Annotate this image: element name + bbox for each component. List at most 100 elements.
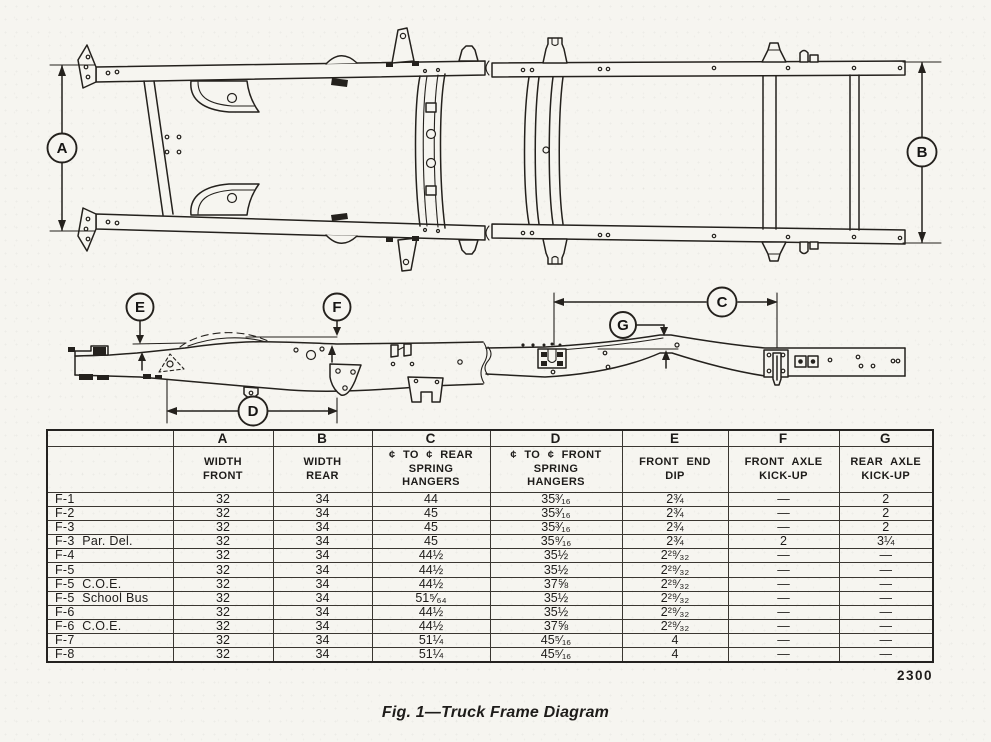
letter-header-blank: [46, 429, 174, 447]
dimension-d: D: [166, 379, 338, 427]
value-cell: 34: [272, 534, 373, 550]
col-header-width-front: WIDTH FRONT: [172, 446, 274, 493]
value-cell: 34: [272, 618, 373, 634]
value-cell: 44½: [371, 604, 491, 620]
letter-header-d: D: [489, 429, 623, 447]
value-cell: 45⁵⁄₁₆: [489, 647, 623, 663]
model-cell: F-1: [46, 491, 174, 508]
callout-e: E: [135, 299, 145, 316]
value-cell: —: [838, 576, 934, 592]
value-cell: 2¾: [621, 534, 729, 550]
value-cell: —: [838, 647, 934, 663]
callout-c-circle: [706, 286, 738, 318]
value-cell: 2: [838, 506, 934, 522]
table-row: F-5 School Bus 32 34 51⁵⁄₆₄ 35½ 2²⁹⁄₃₂ —…: [46, 590, 934, 606]
table-row: F-4 32 34 44½ 35½ 2²⁹⁄₃₂ — —: [46, 548, 934, 564]
value-cell: 32: [172, 491, 274, 508]
letter-header-row: A B C D E F G: [46, 429, 934, 447]
letter-header-e: E: [621, 429, 729, 447]
value-cell: —: [727, 647, 840, 663]
value-cell: —: [727, 520, 840, 536]
value-cell: —: [727, 590, 840, 606]
value-cell: 32: [172, 647, 274, 663]
value-cell: 4: [621, 632, 729, 649]
model-cell: F-4: [46, 548, 174, 564]
value-cell: 32: [172, 548, 274, 564]
value-cell: 32: [172, 590, 274, 606]
value-cell: 2: [838, 520, 934, 536]
table-row: F-6 C.O.E. 32 34 44½ 37⅝ 2²⁹⁄₃₂ — —: [46, 618, 934, 634]
value-cell: 2²⁹⁄₃₂: [621, 590, 729, 606]
value-cell: —: [727, 632, 840, 649]
value-cell: —: [727, 491, 840, 508]
value-cell: —: [838, 604, 934, 620]
value-cell: 34: [272, 506, 373, 522]
col-header-rear-axle-kickup: REAR AXLE KICK-UP: [838, 446, 934, 493]
value-cell: 2¾: [621, 506, 729, 522]
letter-header-f: F: [727, 429, 840, 447]
dimension-c: C: [553, 286, 778, 349]
value-cell: 2²⁹⁄₃₂: [621, 604, 729, 620]
model-cell: F-5 School Bus: [46, 590, 174, 606]
value-cell: 34: [272, 647, 373, 663]
value-cell: 34: [272, 562, 373, 578]
value-cell: 45: [371, 506, 491, 522]
value-cell: 32: [172, 576, 274, 592]
value-cell: 44½: [371, 618, 491, 634]
value-cell: 34: [272, 491, 373, 508]
model-cell: F-6: [46, 604, 174, 620]
table-row: F-5 C.O.E. 32 34 44½ 37⅝ 2²⁹⁄₃₂ — —: [46, 576, 934, 592]
callout-e-pointer: E: [125, 292, 187, 371]
model-cell: F-8: [46, 647, 174, 663]
col-header-rear-spring-hangers: ¢ TO ¢ REAR SPRING HANGERS: [371, 446, 491, 493]
value-cell: 35³⁄₁₆: [489, 520, 623, 536]
frame-top-view-front: [77, 27, 486, 272]
letter-header-g: G: [838, 429, 934, 447]
value-cell: 51¼: [371, 632, 491, 649]
callout-b: B: [917, 144, 928, 161]
table-row: F-7 32 34 51¼ 45⁵⁄₁₆ 4 — —: [46, 632, 934, 649]
value-cell: 32: [172, 562, 274, 578]
table-row: F-5 32 34 44½ 35½ 2²⁹⁄₃₂ — —: [46, 562, 934, 578]
value-cell: 35½: [489, 590, 623, 606]
value-cell: 44½: [371, 548, 491, 564]
model-cell: F-2: [46, 506, 174, 522]
value-cell: —: [838, 548, 934, 564]
col-header-front-end-dip: FRONT END DIP: [621, 446, 729, 493]
table-row: F-3 32 34 45 35³⁄₁₆ 2¾ — 2: [46, 520, 934, 536]
value-cell: 2¾: [621, 520, 729, 536]
value-cell: —: [727, 548, 840, 564]
value-cell: 32: [172, 618, 274, 634]
letter-header-c: C: [371, 429, 491, 447]
callout-g: G: [617, 317, 629, 334]
value-cell: 35½: [489, 562, 623, 578]
value-cell: 32: [172, 520, 274, 536]
value-cell: —: [838, 562, 934, 578]
value-cell: 37⅝: [489, 576, 623, 592]
value-cell: 45: [371, 520, 491, 536]
table-row: F-2 32 34 45 35³⁄₁₆ 2¾ — 2: [46, 506, 934, 522]
dimension-b: B: [902, 61, 942, 244]
value-cell: 51⁵⁄₆₄: [371, 590, 491, 606]
dimension-a: A: [46, 64, 96, 232]
value-cell: 45⁵⁄₁₆: [489, 632, 623, 649]
value-cell: —: [838, 618, 934, 634]
model-cell: F-6 C.O.E.: [46, 618, 174, 634]
figure-caption: Fig. 1—Truck Frame Diagram: [381, 704, 610, 721]
model-cell: F-3: [46, 520, 174, 536]
value-cell: 35⁹⁄₁₆: [489, 534, 623, 550]
frame-top-view-rear: [485, 37, 906, 265]
model-cell: F-5: [46, 562, 174, 578]
table-row: F-8 32 34 51¼ 45⁵⁄₁₆ 4 — —: [46, 647, 934, 663]
value-cell: 32: [172, 604, 274, 620]
callout-f-pointer: F: [245, 292, 352, 363]
callout-d-circle: [237, 395, 269, 427]
callout-g-pointer: G: [609, 311, 670, 369]
value-cell: 34: [272, 632, 373, 649]
table-row: F-1 32 34 44 35³⁄₁₆ 2¾ — 2: [46, 491, 934, 508]
callout-d: D: [248, 403, 259, 420]
value-cell: 34: [272, 548, 373, 564]
model-cell: F-5 C.O.E.: [46, 576, 174, 592]
value-cell: 32: [172, 534, 274, 550]
